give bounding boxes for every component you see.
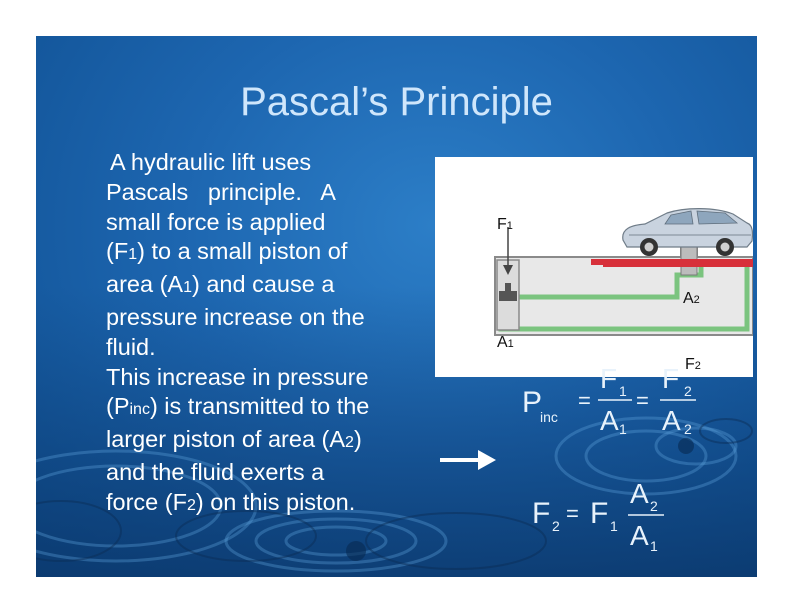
p2-line5a: force (F [106,488,187,515]
hydraulic-lift-diagram: F1 A2 A1 F2 [435,157,753,377]
p1-line1: A hydraulic lift uses [110,149,312,175]
a2-label: A2 [683,290,700,307]
small-piston-rod [505,283,511,293]
eq2-f2: F [532,497,550,530]
eq2-f2-sub: 2 [552,518,560,534]
eq2-equals: = [566,501,579,526]
p1-line5-sub: 1 [183,279,192,297]
eq1-f2: F [662,363,679,394]
p1-line7: fluid. [106,333,156,360]
eq1-equals-1: = [578,388,591,413]
p2-line5b: ) on this piston. [195,488,356,515]
p1-line5b: ) and cause a [191,271,335,298]
eq2-f1-sub: 1 [610,518,618,534]
eq1-p-sub: inc [540,409,558,425]
p2-line5-sub: 2 [186,496,196,514]
a1-label: A1 [497,334,514,351]
p1-line4-sub: 1 [128,246,138,264]
arrow-icon [440,450,496,470]
slide-body: A hydraulic lift uses Pascals principle.… [106,148,436,521]
slide-title: Pascal’s Principle [240,80,553,124]
eq2-a2-sub: 2 [650,498,658,514]
p2-line2-sub: inc [129,401,150,419]
eq1-equals-2: = [636,388,649,413]
p2-line3a: larger piston of area (A [106,426,346,453]
small-piston [499,291,517,301]
p2-line2b: ) is transmitted to the [149,393,370,420]
f2-label: F2 [685,356,701,373]
p1-line4a: (F [106,238,129,265]
eq1-a1: A [600,405,619,434]
p1-line5a: area (A [106,271,184,298]
eq1-p: P [522,386,542,419]
p2-line3-sub: 2 [345,434,354,452]
p2-line1: This increase in pressure [106,363,369,390]
eq1-a2-sub: 2 [684,421,692,434]
lift-platform-top [591,259,753,265]
car [622,208,753,256]
eq1-f1-sub: 1 [619,383,627,399]
paragraph-2: This increase in pressure (Pinc) is tran… [106,363,436,521]
p2-line2a: (P [106,393,130,420]
eq1-f2-sub: 2 [684,383,692,399]
p1-line3: small force is applied [106,208,326,235]
f1-label: F1 [497,216,513,233]
eq2-f1: F [590,497,608,530]
p2-line3b: ) [353,426,362,453]
slide: Pascal’s Principle A hydraulic lift uses… [36,36,757,577]
eq1-a2: A [662,405,681,434]
p2-line4: and the fluid exerts a [106,458,325,485]
p1-line4b: ) to a small piston of [137,238,348,265]
eq2-a1: A [630,520,649,551]
f1-arrow-head [503,265,513,275]
paragraph-1: A hydraulic lift uses Pascals principle.… [106,148,436,363]
force-equation: F 2 = F 1 A 2 A 1 [532,478,664,554]
eq1-a1-sub: 1 [619,421,627,434]
eq2-a2: A [630,478,649,509]
eq1-f1: F [600,363,617,394]
pressure-equation: P inc = F 1 A 1 = F 2 A 2 [522,363,696,434]
p1-line2: Pascals principle. A [106,178,336,205]
p1-line6: pressure increase on the [106,303,365,330]
eq2-a1-sub: 1 [650,538,658,554]
